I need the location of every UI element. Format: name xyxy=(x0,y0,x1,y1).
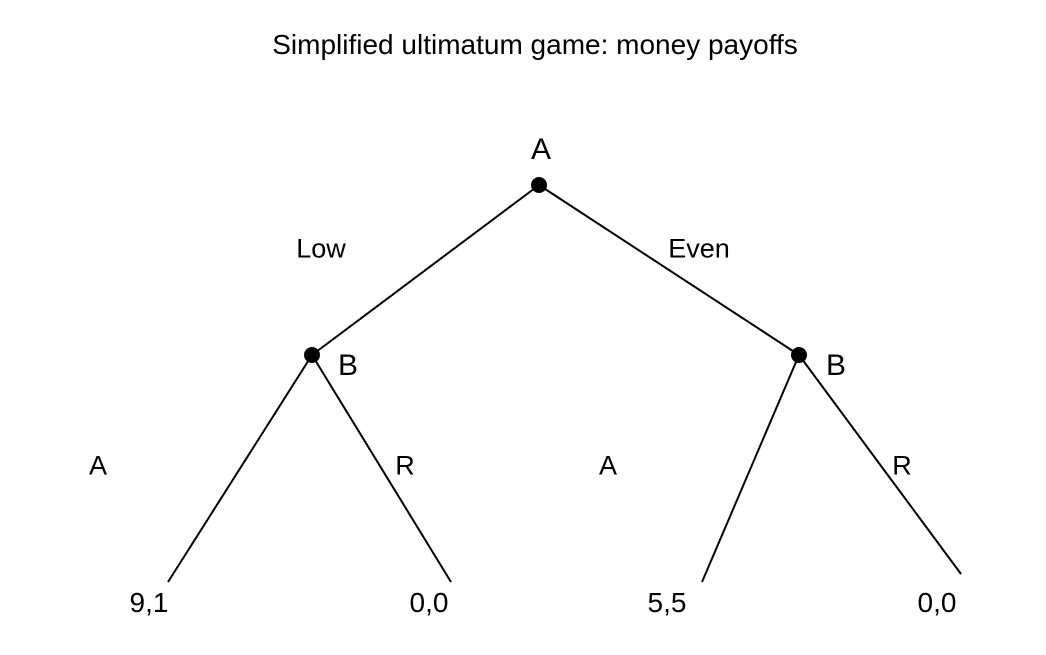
edge-low-accept xyxy=(167,354,313,583)
move-label-low-accept: A xyxy=(88,450,108,481)
move-label-low-reject: R xyxy=(395,450,415,481)
diagram-title: Simplified ultimatum game: money payoffs xyxy=(272,29,798,60)
move-label-even-accept: A xyxy=(598,450,618,481)
even-decision-node xyxy=(791,347,807,363)
edge-even xyxy=(538,184,800,356)
move-label-even: Even xyxy=(668,233,730,264)
move-label-even-reject: R xyxy=(892,450,912,481)
payoff-even-reject: 0,0 xyxy=(917,587,957,618)
edge-low xyxy=(311,184,540,356)
payoff-even-accept: 5,5 xyxy=(647,587,687,618)
low-node-player-label: B xyxy=(337,349,359,382)
move-label-low: Low xyxy=(296,233,346,264)
root-player-label: A xyxy=(530,133,552,166)
payoff-low-accept: 9,1 xyxy=(129,587,169,618)
root-node xyxy=(531,177,547,193)
edge-even-reject xyxy=(798,354,962,575)
payoff-low-reject: 0,0 xyxy=(409,587,449,618)
even-node-player-label: B xyxy=(825,349,847,382)
low-decision-node xyxy=(304,347,320,363)
edge-even-accept xyxy=(701,354,800,583)
edge-low-reject xyxy=(311,354,452,583)
